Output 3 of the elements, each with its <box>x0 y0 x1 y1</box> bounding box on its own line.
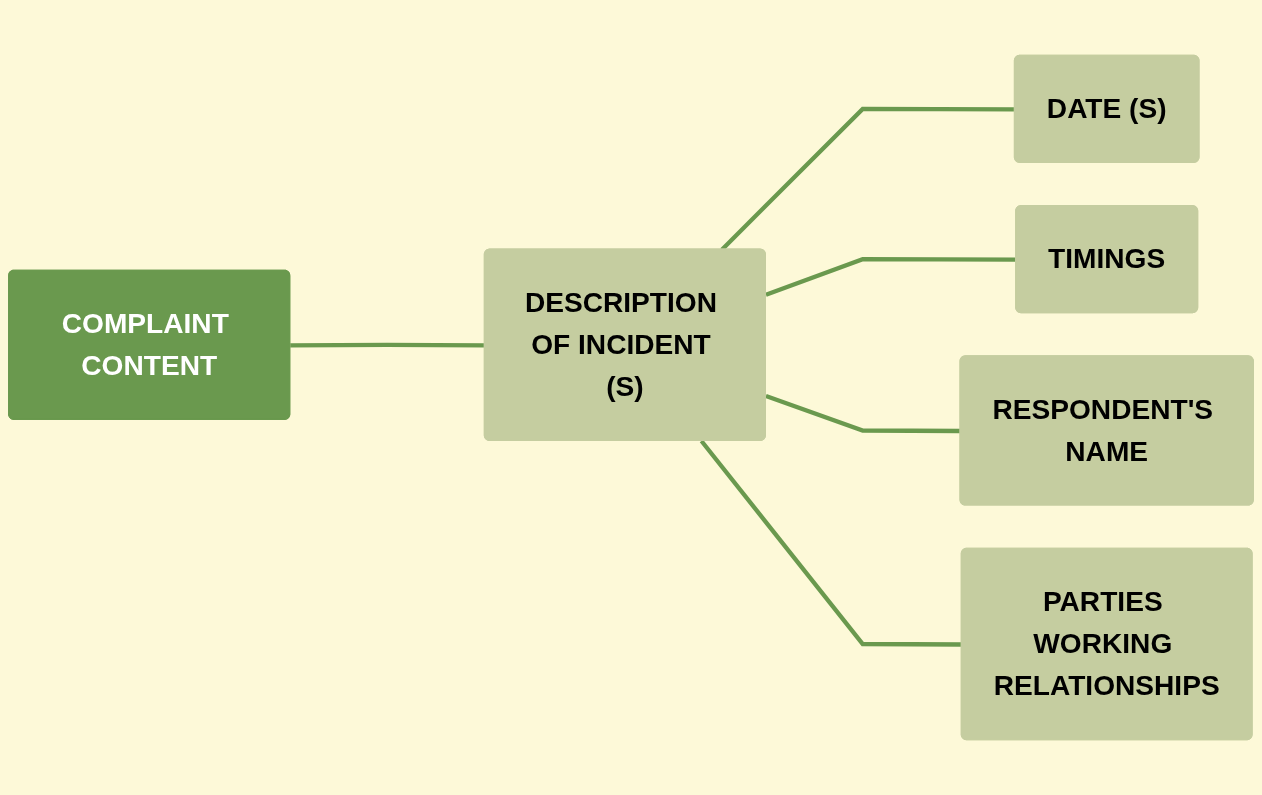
connector <box>765 393 961 434</box>
connector <box>290 342 485 348</box>
connector <box>699 439 962 647</box>
